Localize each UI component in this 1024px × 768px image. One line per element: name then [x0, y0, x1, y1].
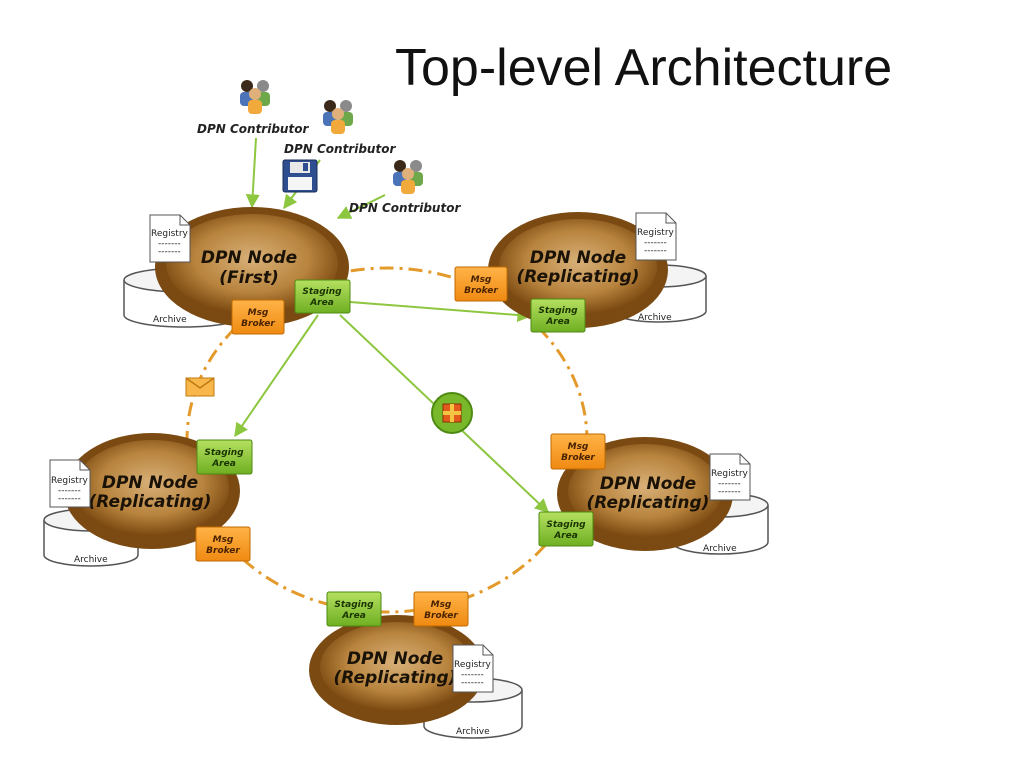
staging-area-box: Staging Area — [538, 511, 594, 547]
replication-arrow — [349, 301, 532, 323]
registry-dashes: ------- — [644, 238, 667, 248]
dpn-node-first: Archive DPN Node (First) Registry ------… — [123, 207, 351, 335]
node-inner — [75, 440, 229, 536]
registry-label: Registry — [454, 660, 492, 670]
registry-dashes: ------- — [58, 494, 81, 504]
node-inner — [320, 622, 474, 712]
archive-label: Archive — [153, 315, 187, 325]
people-icon — [393, 160, 423, 194]
registry-dashes: ------- — [644, 246, 667, 256]
node-title: DPN Node — [102, 473, 198, 493]
staging-label: Staging — [334, 600, 374, 610]
staging-area-box: Staging Area — [294, 279, 351, 314]
broker-label: Msg — [431, 600, 452, 610]
staging-area-box: Staging Area — [326, 591, 382, 627]
page-title: Top-level Architecture — [395, 39, 893, 97]
contributor-arrow — [336, 194, 386, 219]
archive-label: Archive — [74, 555, 108, 565]
archive-label: Archive — [456, 727, 490, 737]
msg-broker-box: Msg Broker — [454, 266, 508, 302]
broker-label: Msg — [248, 308, 269, 318]
broker-label: Msg — [471, 275, 492, 285]
msg-broker-box: Msg Broker — [413, 591, 469, 627]
broker-label: Broker — [241, 319, 275, 329]
dpn-node-replicating-left: Archive DPN Node (Replicating) Registry … — [43, 433, 253, 567]
contributor-2: DPN Contributor — [284, 100, 396, 156]
broker-label: Broker — [424, 611, 458, 621]
registry-dashes: ------- — [158, 239, 181, 249]
registry-label: Registry — [711, 469, 749, 479]
registry-label: Registry — [51, 476, 89, 486]
contributor-3: DPN Contributor — [349, 160, 461, 215]
registry-dashes: ------- — [461, 678, 484, 688]
staging-label: Area — [341, 611, 366, 621]
registry-document-icon: Registry ------- ------- — [452, 644, 494, 693]
node-subtitle: (First) — [219, 268, 279, 288]
broker-label: Msg — [213, 535, 234, 545]
registry-label: Registry — [151, 229, 189, 239]
staging-label: Area — [545, 317, 570, 327]
contributor-label: DPN Contributor — [284, 142, 396, 156]
staging-area-box: Staging Area — [196, 439, 253, 475]
dpn-node-replicating-right: Archive DPN Node (Replicating) Registry … — [538, 433, 769, 555]
contributor-arrow — [245, 137, 260, 209]
archive-label: Archive — [703, 544, 737, 554]
package-icon — [431, 392, 473, 434]
staging-label: Staging — [204, 448, 244, 458]
archive-label: Archive — [638, 313, 672, 323]
registry-dashes: ------- — [718, 479, 741, 489]
registry-dashes: ------- — [58, 486, 81, 496]
node-title: DPN Node — [201, 248, 297, 268]
staging-label: Area — [211, 459, 236, 469]
people-icon — [240, 80, 270, 114]
node-title: DPN Node — [530, 248, 626, 268]
node-title: DPN Node — [347, 649, 443, 669]
dpn-node-replicating-top-right: Archive DPN Node (Replicating) Registry … — [454, 212, 707, 333]
staging-label: Staging — [538, 306, 578, 316]
registry-document-icon: Registry ------- ------- — [49, 459, 91, 508]
msg-broker-box: Msg Broker — [231, 299, 285, 335]
broker-label: Broker — [206, 546, 240, 556]
floppy-disk-icon — [282, 159, 318, 193]
contributor-label: DPN Contributor — [349, 201, 461, 215]
registry-dashes: ------- — [158, 247, 181, 257]
registry-dashes: ------- — [718, 487, 741, 497]
registry-document-icon: Registry ------- ------- — [635, 212, 677, 261]
node-title: DPN Node — [600, 474, 696, 494]
broker-label: Broker — [561, 453, 595, 463]
node-subtitle: (Replicating) — [334, 668, 457, 688]
envelope-icon — [185, 377, 215, 397]
replication-arrow — [234, 314, 319, 438]
msg-broker-box: Msg Broker — [550, 433, 606, 470]
broker-label: Msg — [568, 442, 589, 452]
node-subtitle: (Replicating) — [517, 267, 640, 287]
staging-label: Area — [309, 298, 334, 308]
broker-label: Broker — [464, 286, 498, 296]
registry-dashes: ------- — [461, 670, 484, 680]
staging-label: Staging — [302, 287, 342, 297]
staging-label: Staging — [546, 520, 586, 530]
node-subtitle: (Replicating) — [89, 492, 212, 512]
staging-label: Area — [553, 531, 578, 541]
registry-label: Registry — [637, 228, 675, 238]
msg-broker-box: Msg Broker — [195, 526, 251, 562]
dpn-node-replicating-bottom: Archive DPN Node (Replicating) Registry … — [309, 591, 523, 739]
node-inner — [568, 444, 722, 538]
node-inner — [499, 219, 657, 315]
staging-area-box: Staging Area — [530, 298, 586, 333]
registry-document-icon: Registry ------- ------- — [709, 453, 751, 501]
registry-document-icon: Registry ------- ------- — [149, 214, 191, 263]
contributor-1: DPN Contributor — [197, 80, 309, 136]
people-icon — [323, 100, 353, 134]
contributor-label: DPN Contributor — [197, 122, 309, 136]
node-subtitle: (Replicating) — [587, 493, 710, 513]
